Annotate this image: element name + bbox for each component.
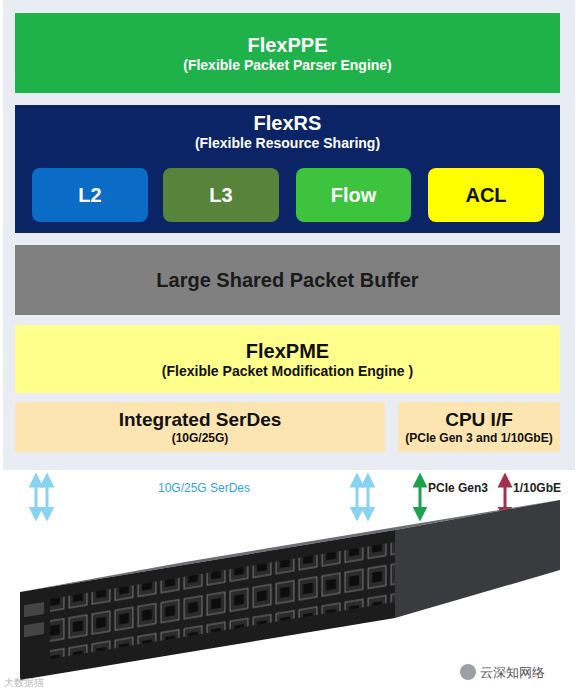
block-title: ACL (465, 183, 506, 207)
block-box: Flow (296, 168, 411, 222)
block-title: L3 (209, 183, 232, 207)
block-title: FlexPPE (247, 33, 327, 57)
block-box: ACL (428, 168, 544, 222)
block-title: Integrated SerDes (119, 409, 282, 431)
block-title: CPU I/F (445, 409, 513, 431)
block-box: L3 (163, 168, 279, 222)
block-title: Large Shared Packet Buffer (156, 268, 418, 292)
block-box: FlexRS(Flexible Resource Sharing) L2 L3 Flo… (15, 105, 560, 233)
text-label: 1/10GbE (513, 481, 561, 495)
block-title: FlexRS (254, 111, 322, 135)
text-label: PCIe Gen3 (428, 481, 488, 495)
block-title: Flow (331, 183, 377, 207)
block-subtitle: (PCIe Gen 3 and 1/10GbE) (405, 431, 552, 445)
text-label: 10G/25G SerDes (158, 481, 250, 495)
text-label: 大数据猫 (4, 676, 44, 690)
block-title: FlexPME (246, 339, 329, 363)
block-subtitle: (Flexible Resource Sharing) (195, 135, 380, 152)
block-subtitle: (Flexible Packet Parser Engine) (183, 57, 392, 74)
block-box: L2 (32, 168, 148, 222)
block-title: L2 (78, 183, 101, 207)
block-subtitle: (Flexible Packet Modification Engine ) (162, 363, 413, 380)
block-box: FlexPME(Flexible Packet Modification Eng… (15, 325, 560, 393)
text-label: 云深知网络 (480, 664, 545, 682)
block-box: Large Shared Packet Buffer (15, 245, 560, 315)
block-box: CPU I/F(PCIe Gen 3 and 1/10GbE) (398, 402, 560, 452)
block-box: FlexPPE(Flexible Packet Parser Engine) (15, 13, 560, 93)
block-box: Integrated SerDes(10G/25G) (15, 402, 385, 452)
block-subtitle: (10G/25G) (172, 431, 229, 445)
